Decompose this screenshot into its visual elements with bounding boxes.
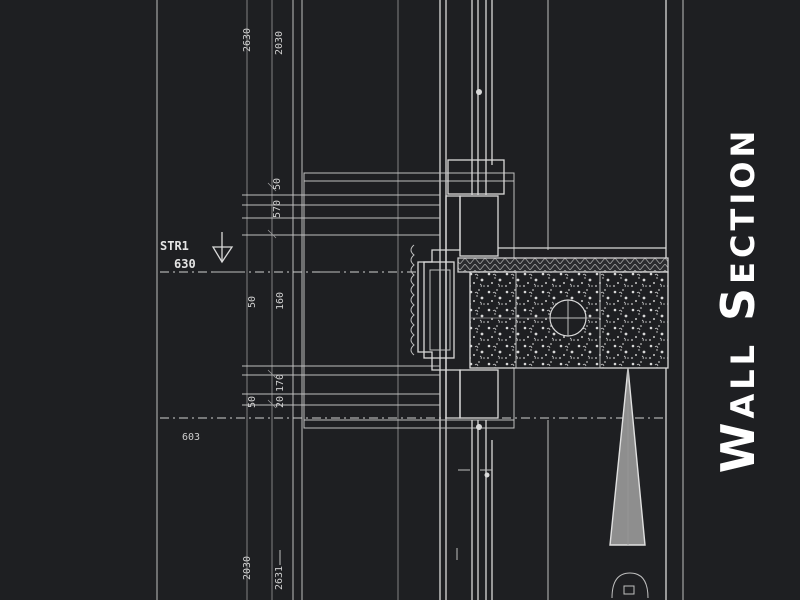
dim-top-right: 2030	[274, 31, 285, 55]
dim-lower-b: 20	[275, 396, 286, 408]
drawing-title: Wall Section	[711, 126, 765, 474]
dim-lower-a: 170	[275, 374, 286, 392]
frame-profile	[410, 0, 666, 600]
dim-bottom-right: 2631	[274, 566, 285, 590]
level-marker	[211, 232, 245, 273]
dim-middle-b: 160	[275, 292, 286, 310]
tapered-column	[609, 367, 649, 599]
dim-upper-b: 50	[272, 178, 283, 190]
floor-slab	[457, 257, 669, 369]
dim-bottom-left: 2030	[242, 556, 253, 580]
datum-lines	[160, 271, 666, 419]
dim-middle-a: 50	[247, 296, 258, 308]
dim-left-offset: 603	[182, 432, 200, 443]
level-elevation: 630	[174, 257, 196, 271]
dim-lower-c: 50	[247, 396, 258, 408]
dimension-lines	[242, 0, 440, 600]
dim-top-left: 2630	[242, 28, 253, 52]
level-tag: STR1	[160, 239, 189, 253]
dim-upper-a: 570	[272, 200, 283, 218]
tick-marks	[279, 271, 492, 565]
